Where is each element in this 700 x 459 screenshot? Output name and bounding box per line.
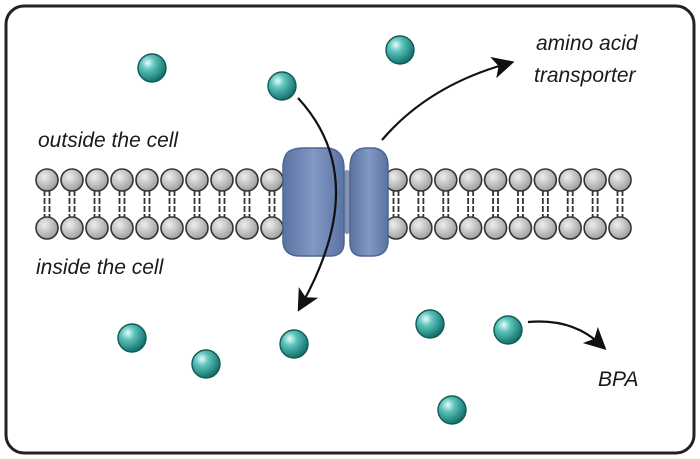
- lipid-head: [458, 168, 483, 192]
- lipid-head: [135, 216, 159, 240]
- lipid-head: [583, 216, 607, 240]
- lipid-head: [558, 216, 583, 240]
- lipid-heads: [35, 168, 632, 240]
- lipid-head: [160, 216, 184, 240]
- lipid-head: [110, 168, 134, 192]
- lipid-head: [135, 168, 159, 192]
- lipid-head: [260, 168, 284, 192]
- lipid-bilayer: [35, 168, 632, 240]
- molecule-icon: [437, 395, 467, 425]
- lipid-head: [483, 168, 508, 192]
- lipid-tails: [43, 190, 624, 218]
- lipid-head: [235, 168, 259, 192]
- lipid-head: [35, 168, 59, 192]
- molecule-icon: [279, 329, 309, 359]
- bpa-label: BPA: [598, 368, 638, 391]
- inward-transport-arrow: [297, 97, 338, 312]
- lipid-head: [210, 168, 234, 192]
- molecule-icon: [191, 349, 221, 379]
- lipid-head: [483, 216, 508, 240]
- lipid-head: [433, 168, 458, 192]
- lipid-head: [409, 168, 433, 192]
- lipid-head: [558, 168, 583, 192]
- lipid-head: [433, 216, 458, 240]
- lipid-head: [409, 216, 433, 240]
- molecule-icon: [137, 53, 167, 83]
- lipid-head: [533, 168, 558, 192]
- lipid-head: [508, 216, 533, 240]
- lipid-head: [35, 216, 59, 240]
- lipid-head: [583, 168, 607, 192]
- inside-cell-label: inside the cell: [36, 256, 165, 279]
- bpa-pointer-arrow: [527, 320, 607, 350]
- lipid-head: [185, 216, 209, 240]
- molecule-icon: [117, 323, 147, 353]
- lipid-head: [60, 168, 84, 192]
- lipid-head: [85, 216, 109, 240]
- molecule-icon: [267, 71, 297, 101]
- transporter-label-line1: amino acid: [536, 32, 639, 55]
- lipid-head: [508, 168, 533, 192]
- amino-acid-transporter-icon: [282, 147, 389, 257]
- molecule-icon: [385, 35, 415, 65]
- lipid-head: [160, 168, 184, 192]
- lipid-head: [458, 216, 483, 240]
- transporter-label-line2: transporter: [534, 64, 637, 87]
- lipid-head: [60, 216, 84, 240]
- lipid-head: [210, 216, 234, 240]
- lipid-head: [110, 216, 134, 240]
- molecules: [117, 35, 523, 425]
- lipid-head: [235, 216, 259, 240]
- outside-cell-label: outside the cell: [38, 129, 179, 152]
- transporter-pointer-arrow: [381, 57, 515, 141]
- lipid-head: [533, 216, 558, 240]
- lipid-head: [608, 216, 632, 240]
- lipid-head: [185, 168, 209, 192]
- lipid-head: [608, 168, 632, 192]
- molecule-icon: [415, 309, 445, 339]
- lipid-head: [260, 216, 284, 240]
- lipid-head: [85, 168, 109, 192]
- molecule-icon: [493, 315, 523, 345]
